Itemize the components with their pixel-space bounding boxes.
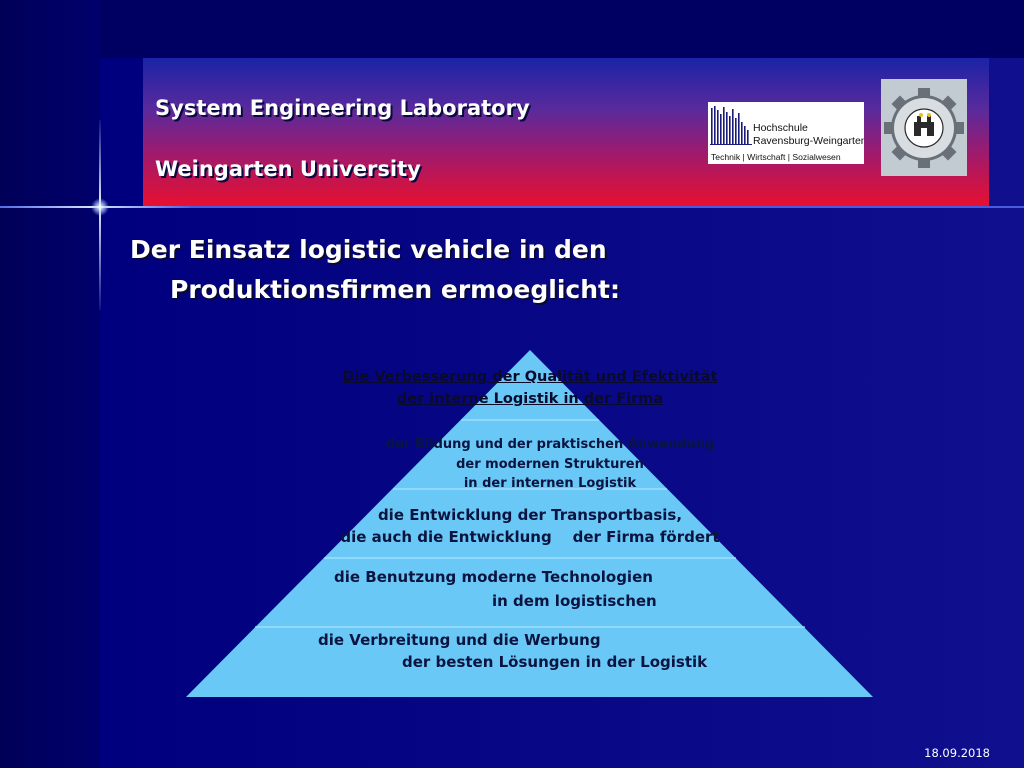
- pyramid-level-4-line2: in dem logistischen: [492, 592, 657, 610]
- light-flare-icon: [91, 198, 109, 216]
- header-title-line1: System Engineering Laboratory: [155, 96, 530, 120]
- pyramid-level-2-line3: in der internen Logistik: [463, 476, 637, 491]
- university-seal-icon: [884, 88, 964, 168]
- pyramid-level-1-line2: der interne Logistik in der Firma: [396, 391, 664, 407]
- pyramid-level-2-line2: der modernen Strukturen: [456, 456, 644, 472]
- slide-title: Der Einsatz logistic vehicle in den Prod…: [130, 230, 970, 310]
- pyramid-level-3-line1: die Entwicklung der Transportbasis,: [377, 506, 683, 524]
- slide-title-line2: Produktionsfirmen ermoeglicht:: [170, 275, 620, 304]
- pyramid-level-4-line1: die Benutzung moderne Technologien: [334, 568, 653, 586]
- pyramid-level-3-line2: die auch die Entwicklung der Firma förde…: [340, 528, 720, 546]
- hochschule-name-line2: Ravensburg-Weingarten: [753, 135, 864, 147]
- left-band: [0, 0, 100, 768]
- pyramid-level-1-line1: Die Verbesserung der Qualität und Efekti…: [342, 369, 718, 385]
- hochschule-subtitle: Technik | Wirtschaft | Sozialwesen: [711, 152, 841, 162]
- hochschule-logo: Hochschule Ravensburg-Weingarten Technik…: [708, 102, 864, 164]
- pyramid-level-2: der Bildung und der praktischen Anwendun…: [340, 435, 760, 494]
- header-divider: [0, 206, 1024, 208]
- pyramid-level-2-line1: der Bildung und der praktischen Anwendun…: [385, 437, 715, 452]
- hochschule-bars-icon: [710, 106, 752, 145]
- slide-title-line1: Der Einsatz logistic vehicle in den: [130, 235, 607, 264]
- pyramid-level-3: die Entwicklung der Transportbasis, die …: [300, 504, 760, 548]
- pyramid-level-5-line2: der besten Lösungen in der Logistik: [402, 653, 708, 671]
- slide-date: 18.09.2018: [924, 746, 990, 760]
- header-title-line2: Weingarten University: [155, 157, 421, 181]
- pyramid-shape: [186, 350, 873, 697]
- pyramid-level-5-line1: die Verbreitung und die Werbung: [318, 631, 601, 649]
- hochschule-name-line1: Hochschule: [753, 122, 808, 134]
- university-seal-logo: [881, 79, 967, 176]
- pyramid-level-1: Die Verbesserung der Qualität und Efekti…: [300, 366, 760, 410]
- top-band: [0, 0, 1024, 58]
